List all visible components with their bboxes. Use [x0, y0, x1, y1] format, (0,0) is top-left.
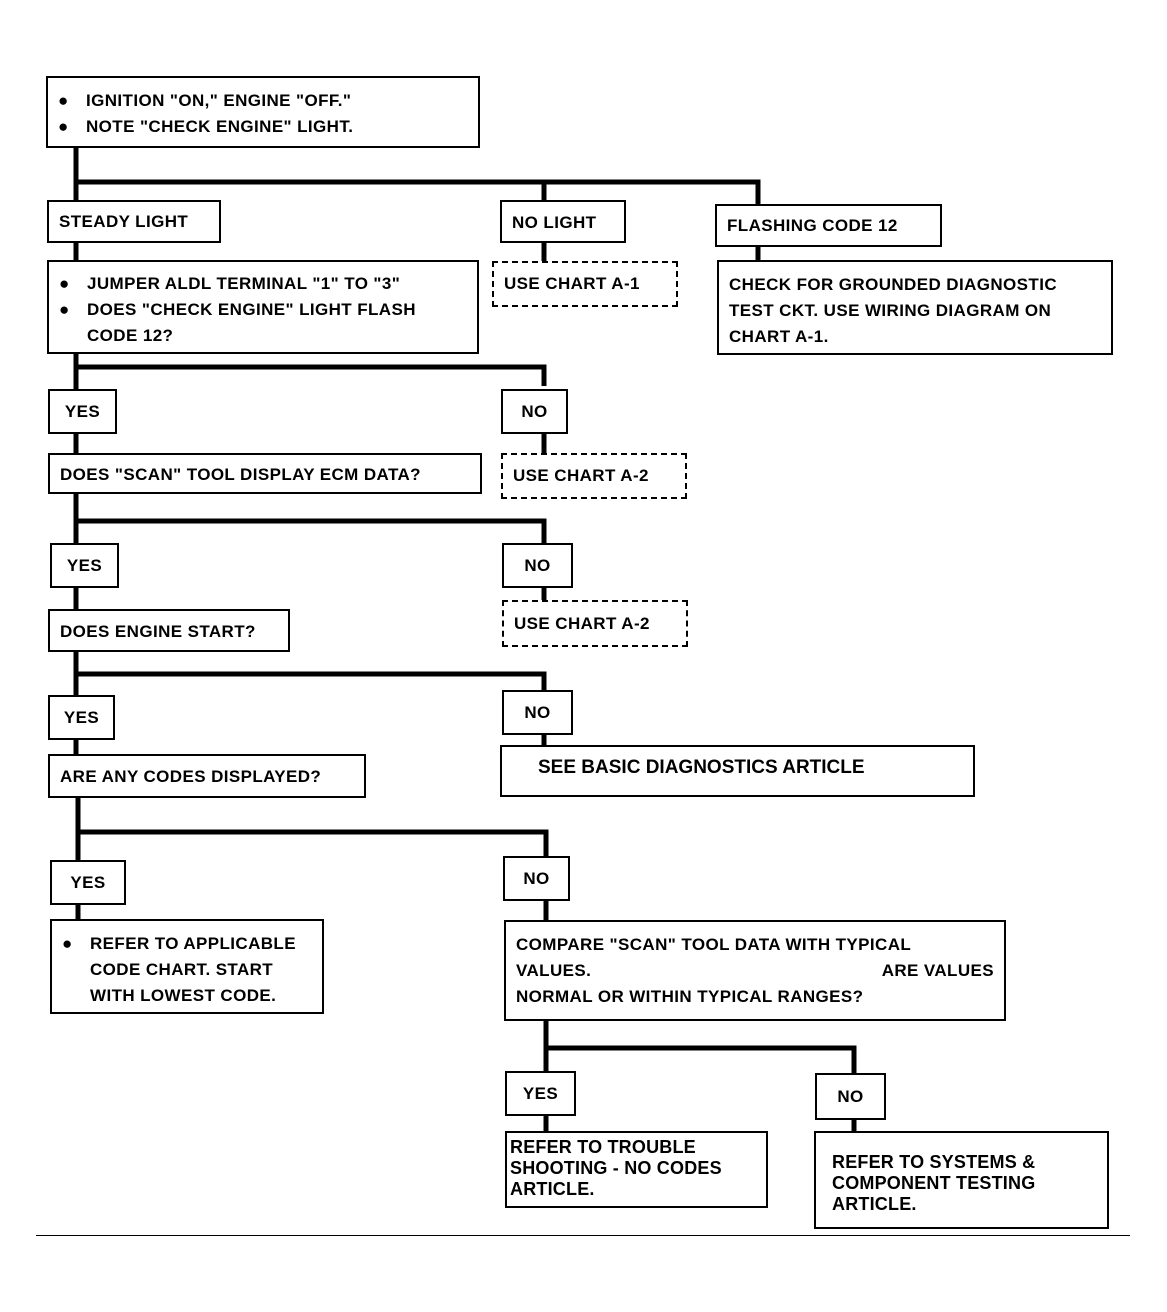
- start-bullet-text-1: IGNITION "ON," ENGINE "OFF.": [86, 91, 352, 110]
- steady-no-label: NO: [501, 389, 568, 434]
- code-chart-text: REFER TO APPLICABLE CODE CHART. START WI…: [90, 934, 296, 1005]
- flashing-action-box: CHECK FOR GROUNDED DIAGNOSTIC TEST CKT. …: [717, 260, 1113, 355]
- flashing-code-label: FLASHING CODE 12: [715, 204, 942, 247]
- values-no-label: NO: [815, 1073, 886, 1120]
- steady-bullet-text-2: DOES "CHECK ENGINE" LIGHT FLASH CODE 12?: [87, 300, 416, 345]
- troubleshooting-box: REFER TO TROUBLE SHOOTING - NO CODES ART…: [505, 1131, 768, 1208]
- compare-line-3: NORMAL OR WITHIN TYPICAL RANGES?: [516, 987, 864, 1006]
- use-chart-a2-box-1: USE CHART A-2: [501, 453, 687, 499]
- codes-no-label: NO: [503, 856, 570, 901]
- code-chart-box: ●REFER TO APPLICABLE CODE CHART. START W…: [50, 919, 324, 1014]
- steady-action-box: ●JUMPER ALDL TERMINAL "1" TO "3" ●DOES "…: [47, 260, 479, 354]
- start-box: ●IGNITION "ON," ENGINE "OFF." ●NOTE "CHE…: [46, 76, 480, 148]
- start-bullet-text-2: NOTE "CHECK ENGINE" LIGHT.: [86, 117, 354, 136]
- compare-line-2a: VALUES.: [516, 961, 592, 980]
- no-light-label: NO LIGHT: [500, 200, 626, 243]
- engine-start-question-box: DOES ENGINE START?: [48, 609, 290, 652]
- scan-no-label: NO: [502, 543, 573, 588]
- steady-bullet-2: ●DOES "CHECK ENGINE" LIGHT FLASH CODE 12…: [59, 297, 467, 349]
- scan-yes-label: YES: [50, 543, 119, 588]
- use-chart-a2-box-2: USE CHART A-2: [502, 600, 688, 647]
- code-chart-bullet: ●REFER TO APPLICABLE CODE CHART. START W…: [62, 931, 312, 1009]
- systems-testing-box: REFER TO SYSTEMS & COMPONENT TESTING ART…: [814, 1131, 1109, 1229]
- start-bullet-1: ●IGNITION "ON," ENGINE "OFF.": [58, 88, 468, 114]
- steady-light-label: STEADY LIGHT: [47, 200, 221, 243]
- steady-bullet-text-1: JUMPER ALDL TERMINAL "1" TO "3": [87, 274, 401, 293]
- steady-bullet-1: ●JUMPER ALDL TERMINAL "1" TO "3": [59, 271, 467, 297]
- compare-line-1: COMPARE "SCAN" TOOL DATA WITH TYPICAL: [516, 935, 912, 954]
- use-chart-a1-box: USE CHART A-1: [492, 261, 678, 307]
- basic-diagnostics-box: SEE BASIC DIAGNOSTICS ARTICLE: [500, 745, 975, 797]
- values-yes-label: YES: [505, 1071, 576, 1116]
- codes-yes-label: YES: [50, 860, 126, 905]
- start-no-label: NO: [502, 690, 573, 735]
- start-yes-label: YES: [48, 695, 115, 740]
- start-bullet-2: ●NOTE "CHECK ENGINE" LIGHT.: [58, 114, 468, 140]
- steady-yes-label: YES: [48, 389, 117, 434]
- compare-values-box: COMPARE "SCAN" TOOL DATA WITH TYPICAL VA…: [504, 920, 1006, 1021]
- compare-line-2b: ARE VALUES: [881, 961, 994, 980]
- footer-rule: [36, 1235, 1130, 1236]
- compare-line-2: VALUES. ARE VALUES: [516, 958, 994, 984]
- codes-question-box: ARE ANY CODES DISPLAYED?: [48, 754, 366, 798]
- scan-question-box: DOES "SCAN" TOOL DISPLAY ECM DATA?: [48, 453, 482, 494]
